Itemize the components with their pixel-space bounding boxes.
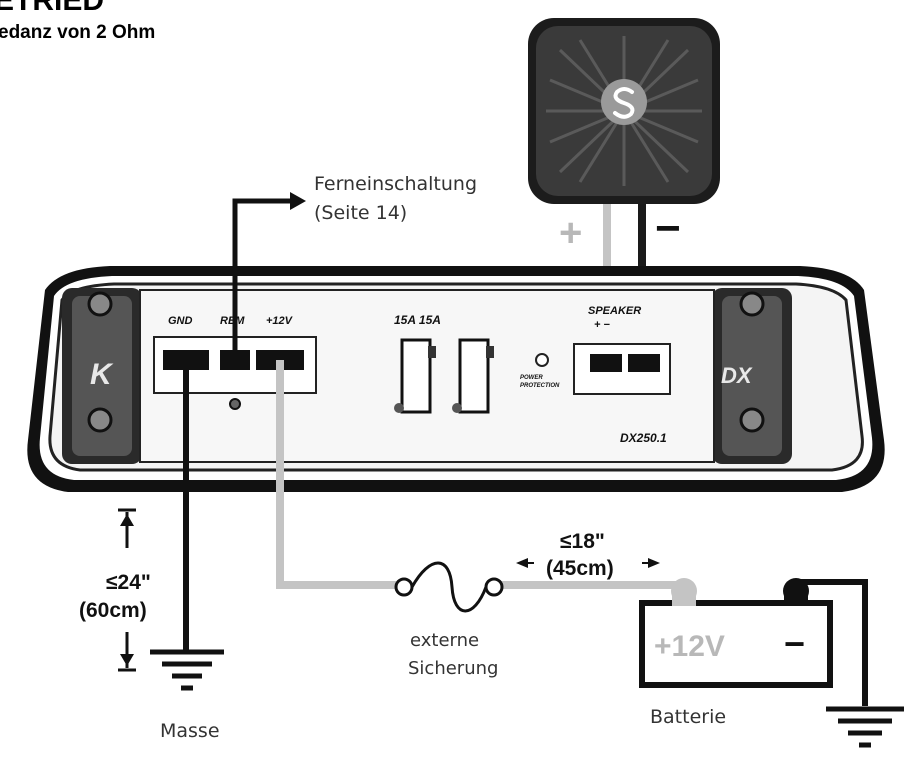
speaker-terminal-negative [628, 354, 660, 372]
battery [639, 578, 833, 688]
right-arrow-icon [648, 558, 660, 568]
protection-label-line1: POWER [520, 375, 543, 381]
terminal-screw [229, 398, 241, 410]
amp-fuse-2 [452, 338, 494, 414]
ground-distance-value: ≤24" [106, 571, 151, 594]
remote-label-line2: (Seite 14) [314, 202, 407, 224]
battery-label: Batterie [650, 706, 726, 728]
remote-arrow-icon [290, 192, 306, 210]
up-arrow-icon [120, 514, 134, 526]
speaker-minus-sign: − [655, 204, 681, 253]
fuse-label-line1: externe [410, 630, 479, 651]
plus12v-terminal-label: +12V [266, 315, 294, 327]
left-arrow-icon [516, 558, 528, 568]
battery-minus-label: − [784, 623, 805, 664]
fuse-label-line2: Sicherung [408, 658, 498, 679]
remote-label-line1: Ferneinschaltung [314, 173, 477, 195]
ground-symbol-icon [150, 649, 224, 691]
header-subtitle: edanz von 2 Ohm [0, 22, 155, 43]
rem-terminal [220, 350, 250, 370]
speaker [528, 18, 720, 204]
fuse-ratings: 15A 15A [394, 313, 441, 327]
protection-label-line2: PROTECTION [520, 383, 560, 389]
battery-ground-symbol-icon [826, 706, 904, 748]
down-arrow-icon [120, 654, 134, 666]
ground-distance-metric: (60cm) [79, 599, 147, 622]
battery-distance-metric: (45cm) [546, 557, 614, 580]
remote-wire [232, 198, 290, 352]
ground-label: Masse [160, 720, 220, 742]
header-title: ETRIED [0, 0, 104, 17]
battery-plus-label: +12V [654, 630, 725, 663]
brand-logo: K [90, 358, 114, 391]
amplifier-badge: DX [721, 363, 753, 388]
speaker-terminal-signs: + − [594, 319, 610, 331]
model-label: DX250.1 [620, 431, 667, 445]
protection-led-icon [535, 353, 549, 367]
external-fuse-icon [394, 561, 504, 613]
battery-distance-value: ≤18" [560, 530, 605, 553]
speaker-terminal-positive [590, 354, 622, 372]
amp-fuse-1 [394, 338, 436, 414]
gnd-terminal-label: GND [168, 315, 193, 327]
power-wire [276, 360, 396, 589]
battery-ground-wire [800, 579, 868, 706]
speaker-plus-sign: + [559, 211, 582, 255]
speaker-terminal-label: SPEAKER [588, 305, 641, 317]
